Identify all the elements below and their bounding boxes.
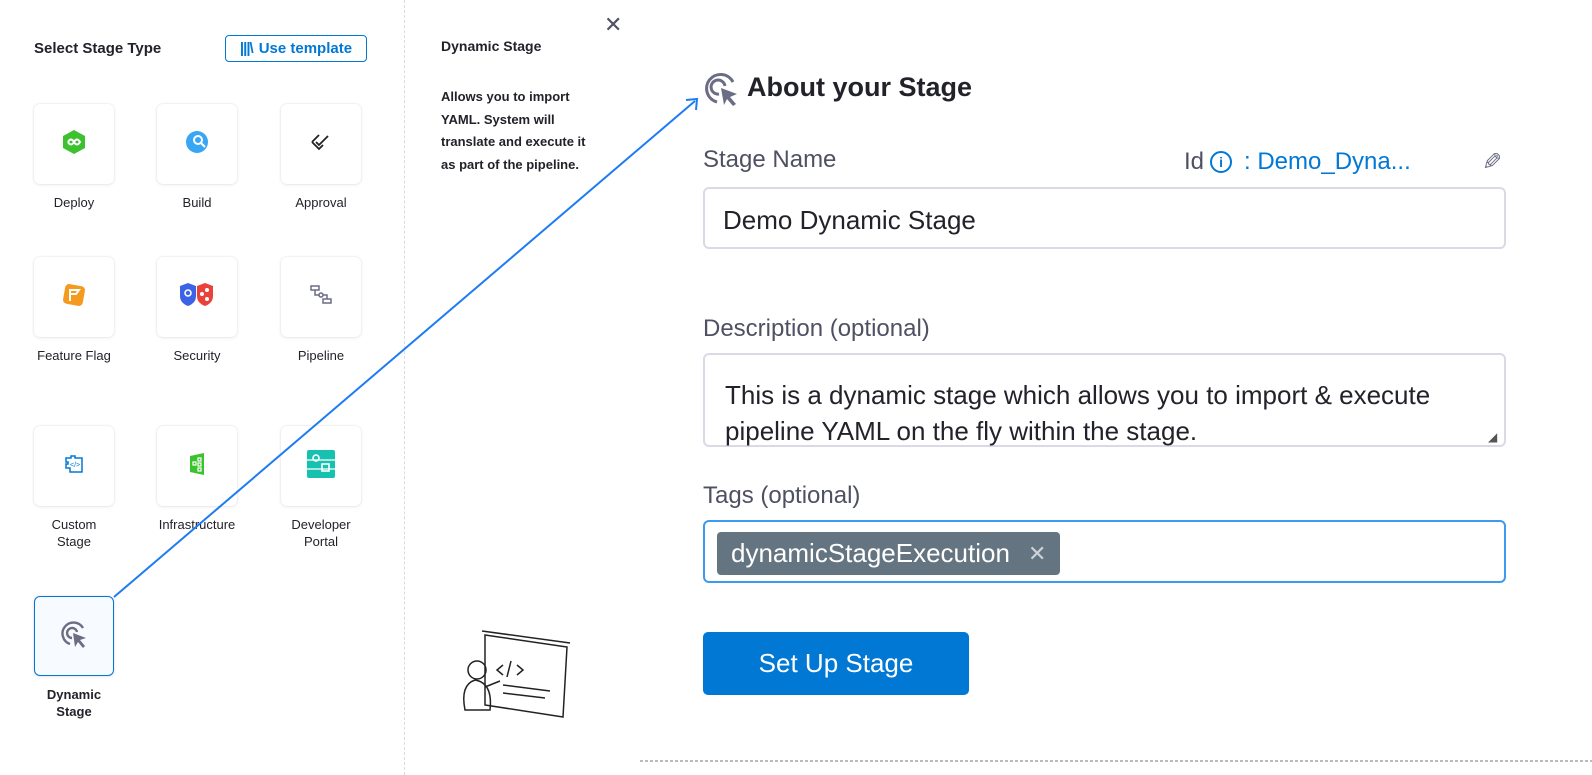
tag-chip: dynamicStageExecution✕ bbox=[717, 532, 1061, 575]
stage-card-label: Developer Portal bbox=[291, 517, 351, 549]
deploy-icon bbox=[61, 129, 87, 160]
build-icon bbox=[184, 129, 210, 160]
edit-id-icon[interactable]: ✎ bbox=[1482, 149, 1503, 176]
approval-icon bbox=[308, 129, 334, 160]
svg-text:</>: </> bbox=[70, 462, 80, 469]
dynamic-stage-heading-icon bbox=[705, 72, 737, 106]
description-label: Description (optional) bbox=[703, 315, 930, 342]
resize-handle-icon[interactable]: ◢ bbox=[1488, 430, 1498, 444]
dynamic-stage-icon bbox=[59, 619, 89, 654]
stage-card-security[interactable] bbox=[157, 257, 237, 337]
stage-card-label: Security bbox=[173, 348, 221, 363]
stage-card-label: Custom Stage bbox=[51, 517, 97, 549]
stage-card-build[interactable] bbox=[157, 104, 237, 184]
description-textarea[interactable]: This is a dynamic stage which allows you… bbox=[703, 353, 1506, 447]
infrastructure-icon bbox=[184, 451, 210, 482]
stage-card-approval[interactable] bbox=[281, 104, 361, 184]
template-icon: |||\ bbox=[239, 40, 254, 57]
feature-flag-icon bbox=[61, 282, 87, 313]
stage-card-infrastructure[interactable] bbox=[157, 426, 237, 506]
stage-card-feature-flag[interactable] bbox=[34, 257, 114, 337]
id-label: Id bbox=[1184, 148, 1205, 175]
stage-card-label: Pipeline bbox=[297, 348, 345, 363]
stage-id-value: : Demo_Dyna... bbox=[1244, 148, 1411, 175]
stage-name-input[interactable]: Demo Dynamic Stage bbox=[703, 187, 1506, 249]
set-up-stage-button[interactable]: Set Up Stage bbox=[703, 632, 969, 695]
stage-info-description: Allows you to import YAML. System will t… bbox=[441, 89, 586, 172]
form-heading: About your Stage bbox=[747, 72, 973, 102]
use-template-button[interactable]: |||\Use template bbox=[225, 35, 367, 62]
custom-stage-icon: </> bbox=[61, 451, 87, 482]
stage-card-pipeline[interactable] bbox=[281, 257, 361, 337]
developer-portal-icon bbox=[306, 449, 336, 484]
close-icon[interactable]: ✕ bbox=[604, 12, 623, 37]
stage-name-label: Stage Name bbox=[703, 146, 837, 173]
stage-card-label: Infrastructure bbox=[158, 517, 236, 532]
pipeline-icon bbox=[308, 282, 334, 313]
stage-card-label: Build bbox=[182, 195, 212, 210]
info-icon[interactable]: i bbox=[1210, 151, 1233, 173]
remove-tag-icon[interactable]: ✕ bbox=[1027, 540, 1047, 566]
stage-card-deploy[interactable] bbox=[34, 104, 114, 184]
developer-illustration bbox=[463, 630, 571, 718]
stage-card-label: Approval bbox=[295, 195, 347, 210]
stage-card-label: Dynamic Stage bbox=[46, 687, 102, 719]
stage-card-dynamic-stage[interactable] bbox=[34, 596, 114, 676]
select-stage-title: Select Stage Type bbox=[34, 40, 162, 57]
stage-card-label: Deploy bbox=[53, 195, 95, 210]
panel-divider bbox=[404, 0, 405, 775]
tags-label: Tags (optional) bbox=[703, 482, 861, 509]
stage-card-developer-portal[interactable] bbox=[281, 426, 361, 506]
stage-card-label: Feature Flag bbox=[37, 348, 111, 363]
security-icon bbox=[178, 282, 216, 313]
stage-card-custom-stage[interactable]: </> bbox=[34, 426, 114, 506]
stage-info-title: Dynamic Stage bbox=[441, 38, 542, 54]
